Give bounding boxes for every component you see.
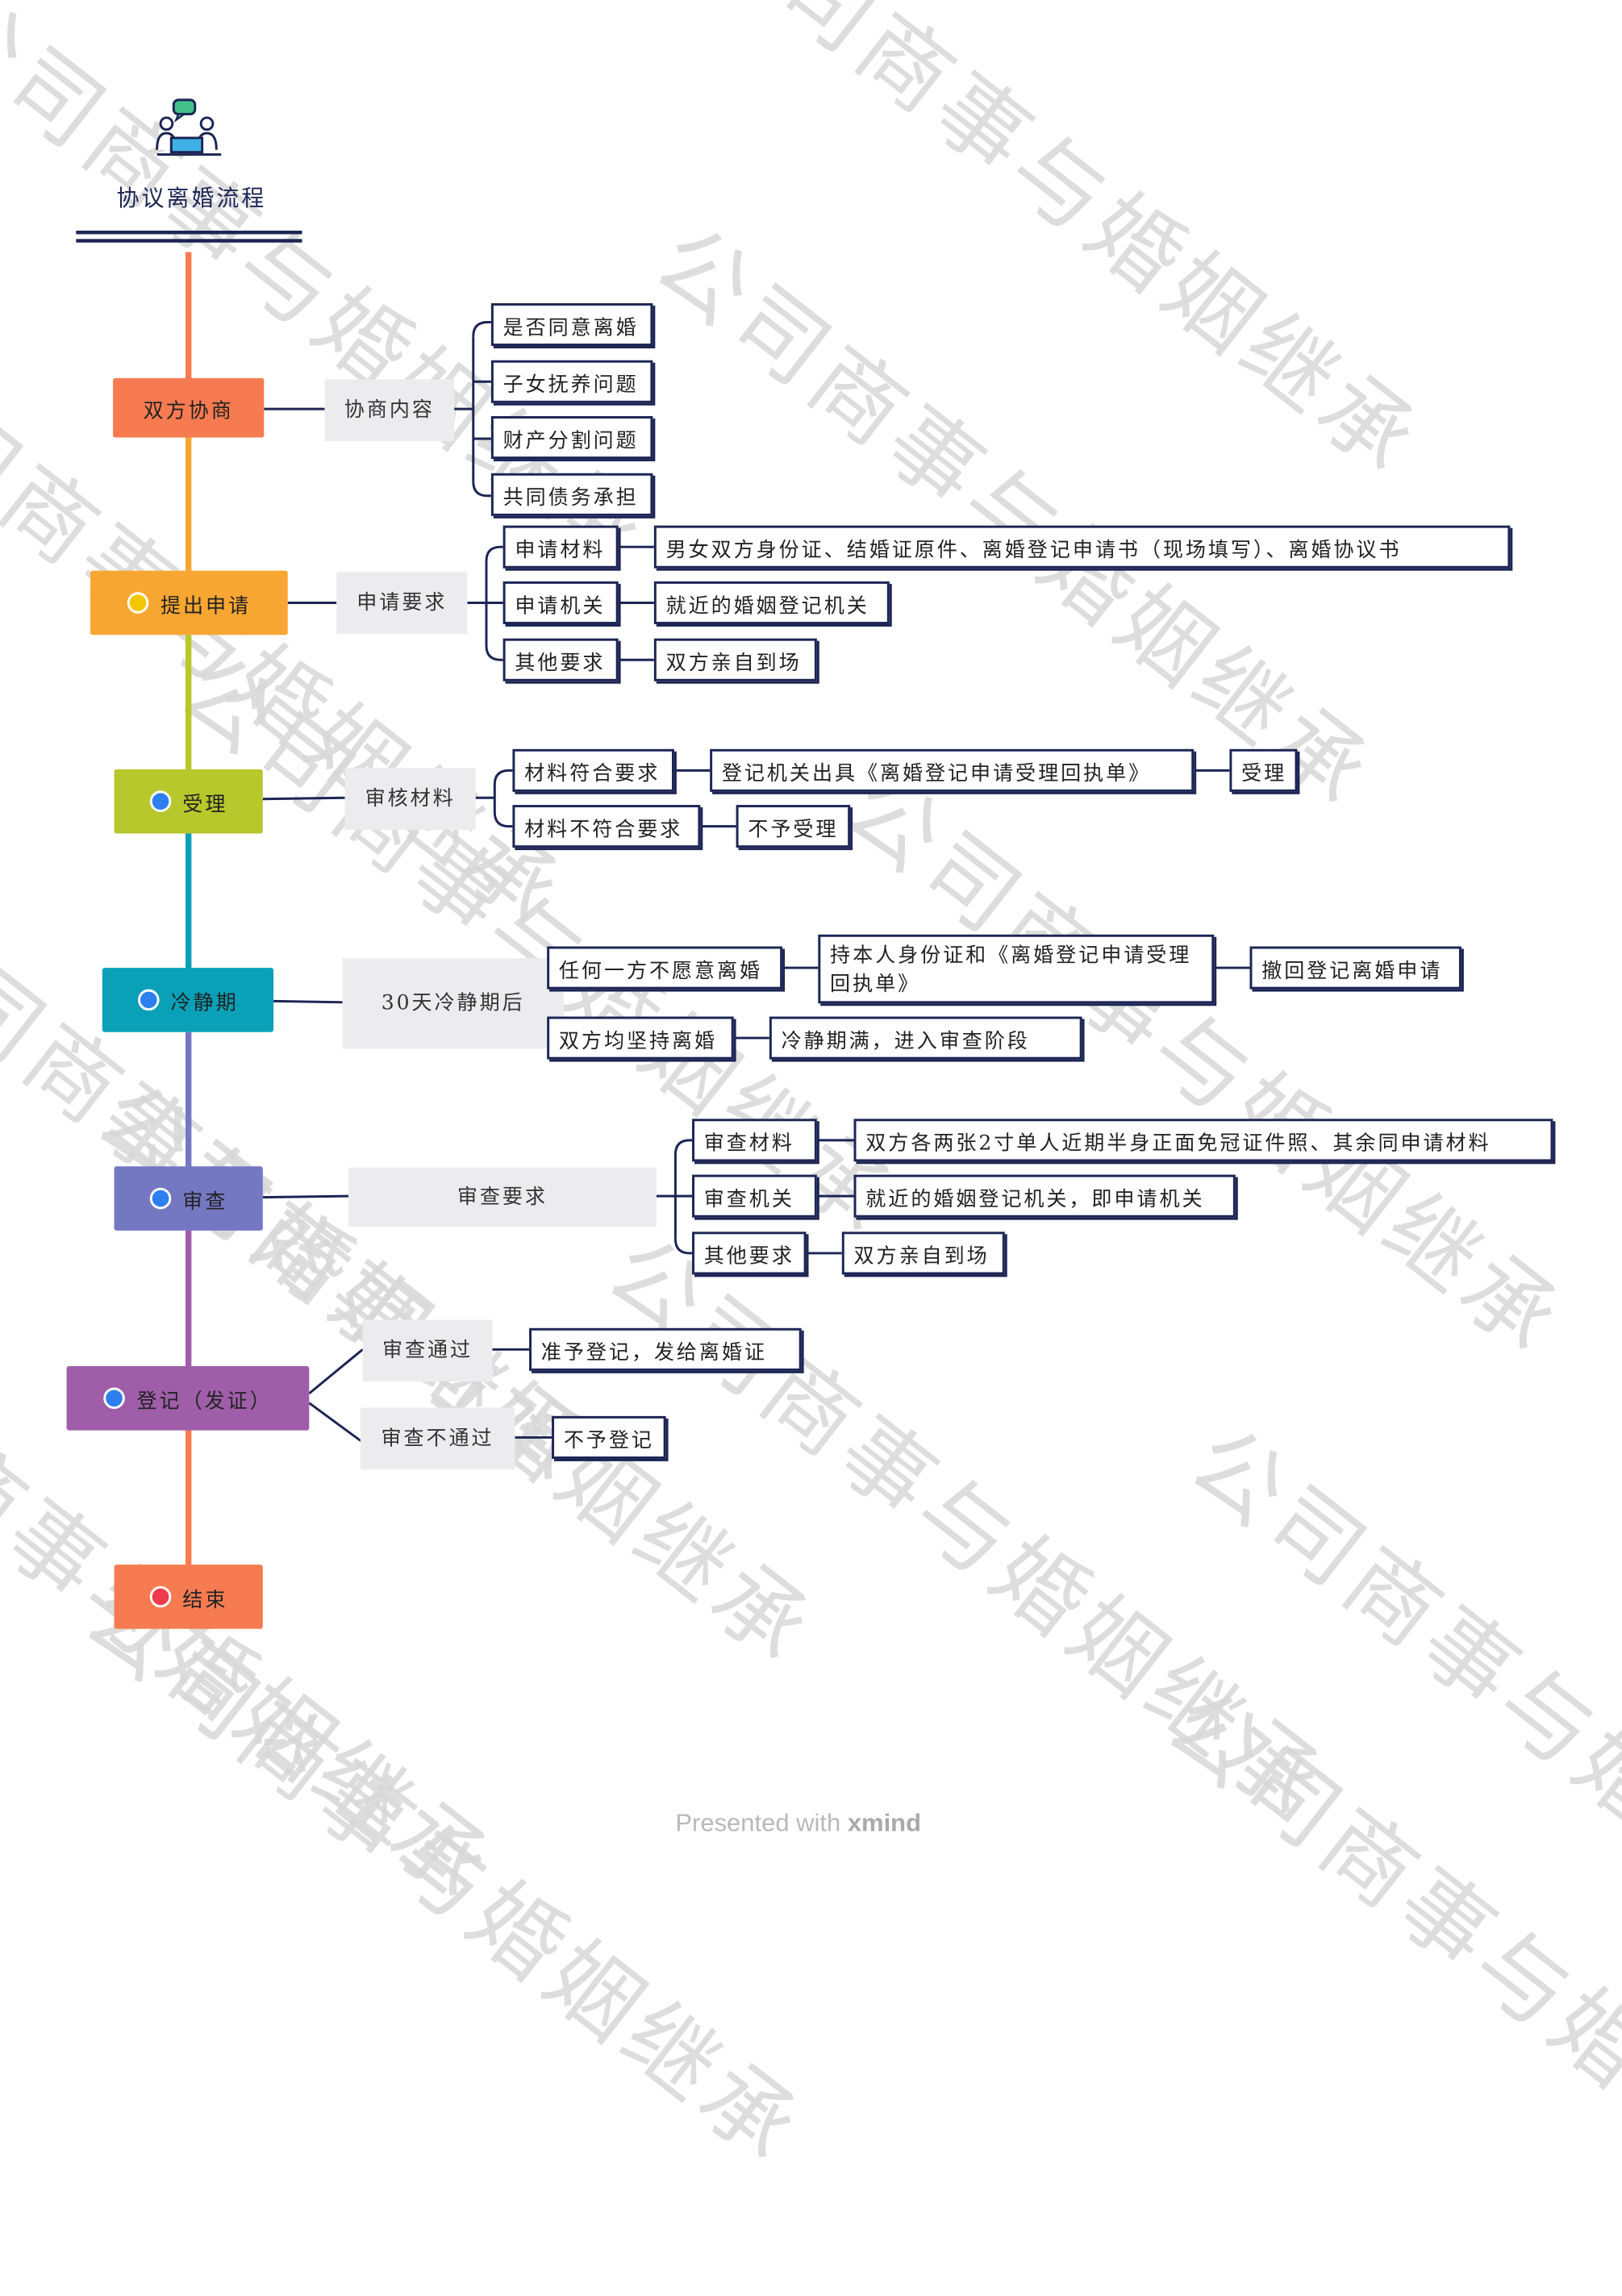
accept-key[interactable]: 材料不符合要求 (512, 805, 701, 848)
node-apply-label: 提出申请 (161, 594, 252, 618)
apply-value[interactable]: 双方亲自到场 (653, 638, 817, 681)
apply-key[interactable]: 申请材料 (502, 525, 619, 569)
register-value[interactable]: 准予登记，发给离婚证 (529, 1327, 802, 1371)
review-value[interactable]: 双方各两张2寸单人近期半身正面免冠证件照、其余同申请材料 (853, 1119, 1553, 1162)
spine-segment (185, 252, 192, 381)
cooling-value[interactable]: 持本人身份证和《离婚登记申请受理回执单》 (818, 934, 1215, 1004)
cooling-value[interactable]: 冷静期满，进入审查阶段 (769, 1016, 1082, 1060)
title-underline-2 (76, 239, 302, 243)
negotiate-item[interactable]: 子女抚养问题 (490, 360, 653, 403)
subtopic-register-pass[interactable]: 审查通过 (362, 1319, 493, 1382)
node-end[interactable]: 结束 (114, 1565, 263, 1629)
node-apply[interactable]: 提出申请 (90, 570, 288, 635)
review-key[interactable]: 审查材料 (692, 1119, 817, 1162)
subtopic-register-fail[interactable]: 审查不通过 (360, 1407, 515, 1470)
subtopic-accept[interactable]: 审核材料 (344, 768, 476, 831)
circle-icon (127, 592, 149, 614)
circle-icon (149, 790, 171, 812)
accept-key[interactable]: 材料符合要求 (512, 748, 674, 792)
meeting-icon (155, 98, 226, 160)
review-value[interactable]: 就近的婚姻登记机关，即申请机关 (853, 1174, 1236, 1218)
node-review-label: 审查 (182, 1190, 228, 1214)
subtopic-apply[interactable]: 申请要求 (336, 572, 468, 634)
negotiate-item[interactable]: 是否同意离婚 (490, 302, 653, 347)
spine-segment (185, 635, 192, 771)
apply-value[interactable]: 男女双方身份证、结婚证原件、离婚登记申请书（现场填写）、离婚协议书 (653, 525, 1511, 569)
cooling-key[interactable]: 任何一方不愿意离婚 (547, 946, 783, 990)
title-underline (76, 231, 302, 235)
cooling-result[interactable]: 撤回登记离婚申请 (1249, 946, 1461, 990)
accept-value[interactable]: 登记机关出具《离婚登记申请受理回执单》 (710, 748, 1195, 792)
circle-icon (103, 1387, 125, 1410)
node-register-label: 登记（发证） (136, 1389, 273, 1414)
spine-segment (185, 832, 192, 969)
apply-key[interactable]: 申请机关 (502, 581, 619, 625)
page-title: 协议离婚流程 (116, 185, 267, 212)
spine-segment (185, 435, 192, 571)
node-negotiate[interactable]: 双方协商 (113, 377, 265, 438)
register-value[interactable]: 不予登记 (552, 1415, 666, 1459)
footer-prefix: Presented with (675, 1809, 841, 1837)
review-key[interactable]: 其他要求 (692, 1231, 807, 1275)
spine-segment (185, 1430, 192, 1565)
spine-segment (185, 1229, 192, 1368)
node-accept[interactable]: 受理 (114, 769, 263, 834)
review-value[interactable]: 双方亲自到场 (841, 1231, 1005, 1275)
apply-value[interactable]: 就近的婚姻登记机关 (653, 581, 890, 625)
node-register[interactable]: 登记（发证） (66, 1365, 310, 1431)
cooling-key[interactable]: 双方均坚持离婚 (547, 1016, 734, 1060)
negotiate-item[interactable]: 财产分割问题 (490, 416, 653, 460)
footer-brand: xmind (847, 1809, 922, 1837)
spine-segment (185, 1031, 192, 1169)
node-negotiate-label: 双方协商 (143, 398, 234, 423)
connector-lines (262, 321, 1250, 1444)
review-key[interactable]: 审查机关 (692, 1174, 817, 1218)
subtopic-cooling[interactable]: 30天冷静期后 (342, 958, 564, 1049)
circle-icon (149, 1187, 171, 1210)
circle-icon (137, 989, 159, 1011)
subtopic-negotiate[interactable]: 协商内容 (324, 379, 455, 441)
node-review[interactable]: 审查 (114, 1166, 263, 1231)
negotiate-item[interactable]: 共同债务承担 (490, 473, 653, 516)
node-accept-label: 受理 (182, 792, 228, 817)
subtopic-review[interactable]: 审查要求 (348, 1167, 657, 1227)
node-cooling-label: 冷静期 (170, 990, 239, 1015)
footer-credit: Presented with xmind (675, 1810, 921, 1838)
accept-result[interactable]: 受理 (1229, 748, 1298, 792)
apply-key[interactable]: 其他要求 (502, 638, 619, 681)
accept-value[interactable]: 不予受理 (736, 805, 851, 848)
node-end-label: 结束 (182, 1587, 228, 1612)
circle-icon (149, 1586, 171, 1608)
node-cooling[interactable]: 冷静期 (102, 968, 274, 1032)
